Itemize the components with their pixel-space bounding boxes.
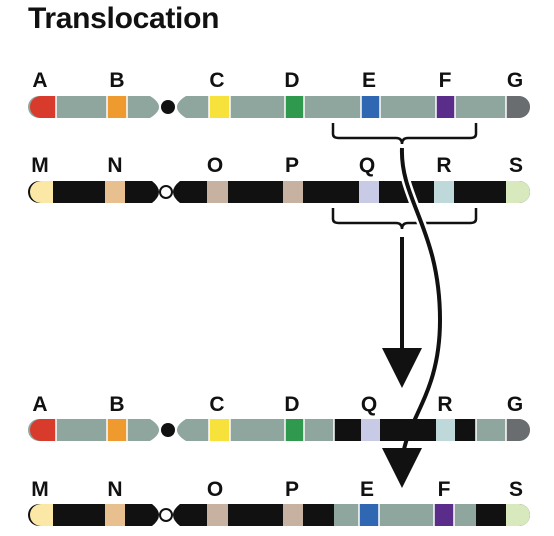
band-n	[105, 181, 125, 203]
band-f	[434, 504, 454, 526]
band-label: A	[32, 69, 47, 92]
band-b	[107, 96, 127, 118]
band-label: G	[507, 393, 523, 416]
band-a	[30, 419, 56, 441]
band-label: M	[31, 154, 49, 177]
chromosome-original-1: A B C D E F G	[28, 69, 530, 145]
band-f	[436, 96, 455, 118]
band-label: P	[285, 478, 299, 501]
band-label: A	[32, 393, 47, 416]
diagram-title: Translocation	[28, 2, 220, 35]
band-label: F	[439, 69, 452, 92]
band-m	[30, 181, 53, 203]
band-p	[283, 181, 303, 203]
centromere	[159, 508, 173, 522]
band-n	[105, 504, 125, 526]
band-r	[436, 419, 455, 441]
band-label: B	[109, 393, 124, 416]
band-label: N	[107, 478, 122, 501]
band-label: C	[209, 393, 224, 416]
band-q	[361, 419, 380, 441]
chromosome-translocated-2: M N O P E F S	[28, 478, 530, 526]
band-g	[506, 419, 530, 441]
band-q	[359, 181, 379, 203]
band-label: R	[436, 154, 451, 177]
band-dividers	[55, 419, 507, 441]
band-label: E	[362, 69, 376, 92]
band-label: R	[437, 393, 452, 416]
band-label: E	[360, 478, 374, 501]
chromosome-arm	[28, 96, 530, 118]
band-o	[207, 504, 228, 526]
band-label: G	[507, 69, 523, 92]
bracket-ef	[331, 123, 478, 145]
band-label: O	[207, 478, 223, 501]
band-c	[209, 96, 230, 118]
centromere	[159, 185, 173, 199]
band-s	[506, 504, 530, 526]
band-label: Q	[359, 154, 375, 177]
band-label: S	[509, 154, 523, 177]
centromere	[161, 423, 175, 437]
band-label: O	[207, 154, 223, 177]
band-e	[359, 504, 379, 526]
band-dividers	[55, 96, 507, 118]
band-label: N	[107, 154, 122, 177]
band-s	[506, 181, 530, 203]
band-label: M	[31, 478, 49, 501]
chromosome-original-2: M N O P Q R S	[28, 154, 530, 230]
band-label: P	[285, 154, 299, 177]
band-d	[285, 419, 304, 441]
band-label: B	[109, 69, 124, 92]
band-label: S	[509, 478, 523, 501]
band-label: D	[284, 69, 299, 92]
band-b	[107, 419, 127, 441]
band-label: Q	[361, 393, 377, 416]
centromere	[161, 100, 175, 114]
band-label: C	[209, 69, 224, 92]
band-e	[361, 96, 380, 118]
band-p	[283, 504, 303, 526]
band-a	[30, 96, 56, 118]
band-g	[506, 96, 530, 118]
band-label: D	[284, 393, 299, 416]
band-r	[434, 181, 454, 203]
band-o	[207, 181, 228, 203]
band-dividers	[358, 504, 455, 526]
band-m	[30, 504, 53, 526]
bracket-qr	[331, 208, 478, 230]
band-label: F	[438, 478, 451, 501]
chromosome-translocated-1: A B C D Q R G	[28, 393, 530, 441]
chromosome-arm	[28, 181, 530, 203]
band-c	[209, 419, 230, 441]
band-d	[285, 96, 304, 118]
